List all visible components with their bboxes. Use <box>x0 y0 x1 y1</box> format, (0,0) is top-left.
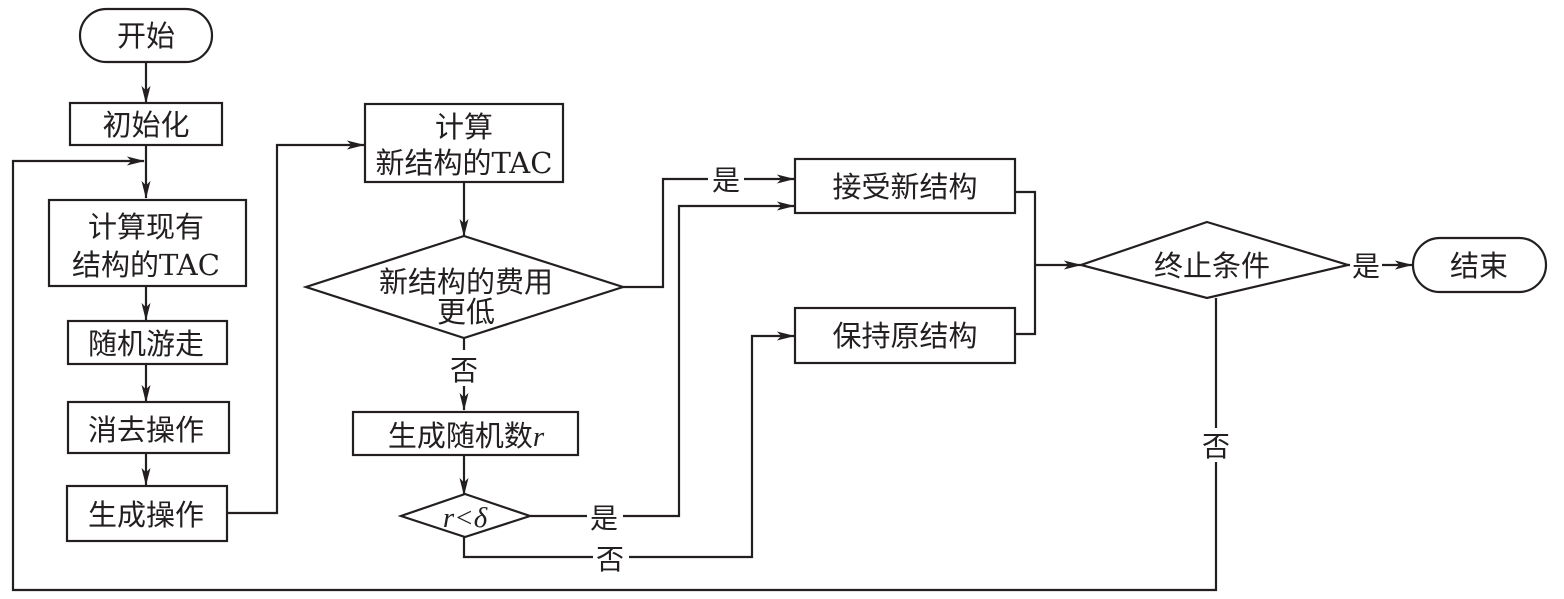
node-random-walk-label: 随机游走 <box>88 327 204 361</box>
label-terminate-yes: 是 <box>1352 250 1380 283</box>
node-end-label: 结束 <box>1450 249 1508 283</box>
label-cost-lower-yes: 是 <box>712 164 740 197</box>
node-calc-new-line2: 新结构的TAC <box>376 146 553 180</box>
node-calc-current-line2: 结构的TAC <box>72 248 220 282</box>
node-end: 结束 <box>1411 236 1548 294</box>
node-keep-old-label: 保持原结构 <box>832 319 977 353</box>
label-r-no: 否 <box>596 543 624 576</box>
var-r: r <box>443 502 455 534</box>
edge-accept-new-merge <box>1015 190 1037 336</box>
node-cost-lower: 新结构的费用 更低 <box>302 234 627 340</box>
node-generate: 生成操作 <box>65 484 229 543</box>
node-init-label: 初始化 <box>102 108 189 142</box>
node-generate-label: 生成操作 <box>88 498 204 532</box>
node-calc-new-line1: 计算 <box>435 110 493 144</box>
node-calc-new: 计算 新结构的TAC <box>363 102 565 184</box>
node-gen-random-var: r <box>533 421 545 453</box>
node-start: 开始 <box>78 7 214 64</box>
edge-terminate-no-loop <box>11 156 1218 592</box>
node-gen-random-text: 生成随机数 <box>388 419 533 453</box>
node-cost-lower-line2: 更低 <box>437 295 495 329</box>
node-start-label: 开始 <box>117 19 175 53</box>
node-eliminate: 消去操作 <box>66 400 231 455</box>
node-calc-current: 计算现有 结构的TAC <box>47 198 248 288</box>
node-r-less-delta: r<δ <box>397 492 534 539</box>
label-cost-lower-no: 否 <box>450 354 478 387</box>
node-terminate-label: 终止条件 <box>1154 249 1270 283</box>
edge-cost-lower-accept-new <box>623 174 795 289</box>
label-terminate-no: 否 <box>1202 430 1230 463</box>
node-init: 初始化 <box>68 101 224 147</box>
node-r-less-delta-label: r<δ <box>443 502 488 534</box>
label-r-yes: 是 <box>590 502 618 535</box>
op-less-than: < <box>454 502 474 534</box>
edge-generate-calc-new <box>227 140 365 515</box>
node-cost-lower-line1: 新结构的费用 <box>379 265 553 299</box>
node-accept-new: 接受新结构 <box>793 157 1017 215</box>
node-gen-random-label: 生成随机数r <box>388 419 545 453</box>
node-eliminate-label: 消去操作 <box>88 413 204 447</box>
node-terminate: 终止条件 <box>1077 220 1353 300</box>
node-random-walk: 随机游走 <box>66 319 229 366</box>
node-calc-current-line1: 计算现有 <box>88 210 204 244</box>
edge-r-no-keep-old <box>462 331 795 559</box>
node-gen-random: 生成随机数r <box>351 410 580 457</box>
var-delta: δ <box>474 502 488 534</box>
node-accept-new-label: 接受新结构 <box>832 170 977 204</box>
node-keep-old: 保持原结构 <box>793 306 1017 365</box>
